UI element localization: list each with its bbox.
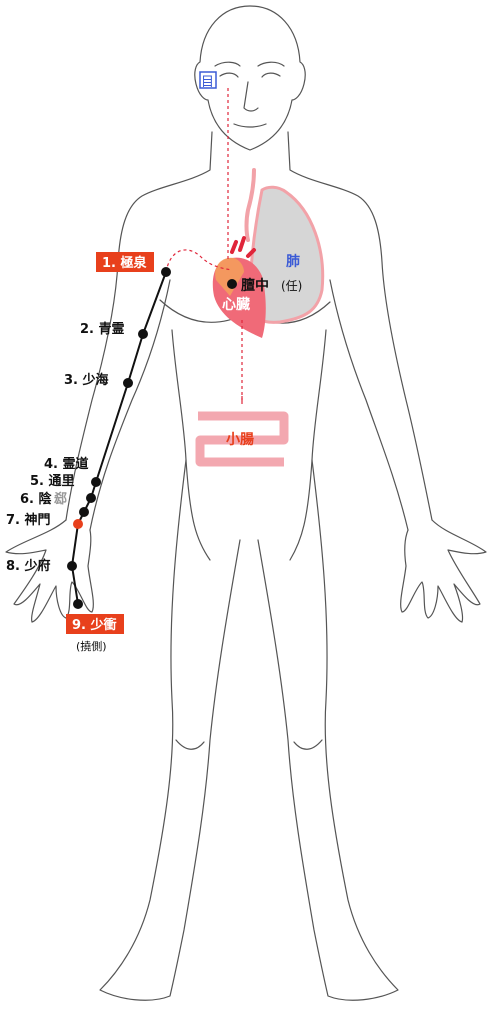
point-5-label: 5. 通里 (30, 473, 75, 489)
head-outline (194, 5, 306, 151)
left-leg (99, 459, 241, 1001)
eyes (219, 72, 281, 78)
heart-vessels (230, 236, 256, 258)
point-9-label: 9. 少衝 (72, 617, 117, 633)
point-9-label-bg (66, 614, 124, 634)
mouth (233, 123, 267, 128)
left-arm-inner (89, 279, 171, 531)
eye-box (199, 71, 217, 89)
point-8-dot (67, 561, 77, 571)
point-6-sub: 郄 (53, 491, 67, 507)
knees (175, 739, 323, 750)
point-2-dot (138, 329, 148, 339)
lung-label: 肺 (286, 254, 300, 270)
point-6-label: 6. 陰 (20, 491, 53, 507)
nose (243, 81, 259, 112)
point-1-label-bg (96, 252, 154, 272)
point-3-dot (123, 378, 133, 388)
shanzhong-meridian-label: (任) (281, 279, 302, 293)
point-7-label: 7. 神門 (6, 512, 51, 528)
point-3-label: 3. 少海 (64, 372, 109, 388)
armpit-link (165, 249, 233, 273)
eye-label: 目 (201, 75, 214, 90)
eyebrows (214, 61, 285, 67)
right-hand (400, 519, 487, 623)
right-arm-inner (329, 279, 409, 531)
point-1-dot (161, 267, 171, 277)
torso-outline (65, 131, 433, 521)
shanzhong-dot (227, 279, 237, 289)
point-7-dot (73, 519, 83, 529)
abdomen-right (289, 329, 327, 561)
point-1-label: 1. 極泉 (102, 255, 148, 271)
point-8-label: 8. 少府 (6, 558, 51, 574)
radial-side-note: (撓側) (76, 640, 107, 653)
point-6-dot (79, 507, 89, 517)
point-9-dot (73, 599, 83, 609)
small-intestine (195, 411, 289, 467)
heart-label: 心臓 (222, 296, 250, 313)
internal-pathway (165, 88, 243, 400)
right-leg (257, 459, 399, 1001)
heart-top (215, 257, 244, 296)
left-hand (5, 519, 94, 623)
point-4-label: 4. 霊道 (44, 456, 89, 472)
point-4-dot (91, 477, 101, 487)
point-5-dot (86, 493, 96, 503)
body-outline (5, 5, 487, 1001)
small-intestine-label: 小腸 (226, 431, 254, 448)
shanzhong-label: 膻中 (241, 277, 269, 294)
trachea (244, 168, 256, 242)
point-2-label: 2. 青霊 (80, 321, 125, 337)
